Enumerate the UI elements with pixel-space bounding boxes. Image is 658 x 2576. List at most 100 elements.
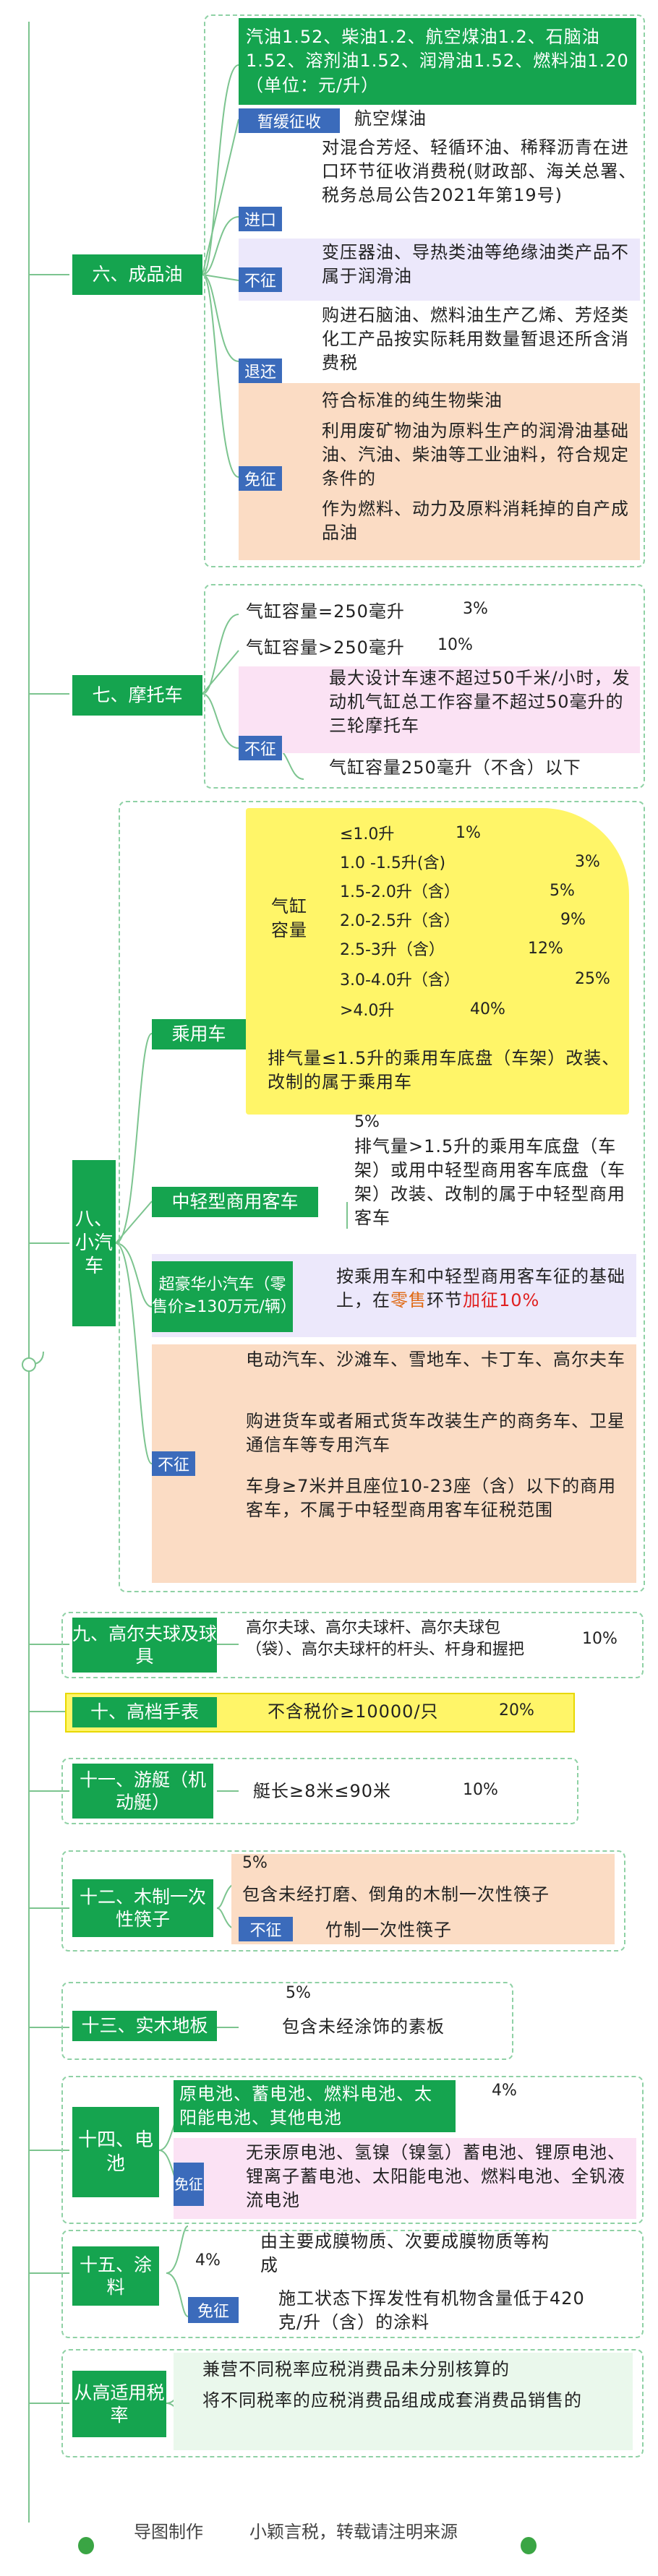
s12-rate: 5% bbox=[242, 1854, 268, 1872]
s9-frame bbox=[61, 1612, 644, 1678]
s7-title[interactable]: 七、摩托车 bbox=[72, 675, 202, 716]
s6-frame bbox=[204, 14, 645, 567]
s9-title[interactable]: 九、高尔夫球及球具 bbox=[72, 1618, 217, 1673]
s8-mid-label[interactable]: 中轻型商用客车 bbox=[152, 1187, 318, 1217]
s11-frame bbox=[61, 1758, 578, 1824]
s8-exempt-item: 购进货车或者厢式货车改装生产的商务车、卫星通信车等专用汽车 bbox=[246, 1411, 625, 1456]
s8-mid-rate: 5% bbox=[354, 1113, 380, 1131]
s7-row-label: 气缸容量=250毫升 bbox=[246, 601, 405, 622]
s7-exempt-bg bbox=[239, 666, 640, 753]
s16-item: 兼营不同税率应税消费品未分别核算的 bbox=[202, 2359, 510, 2379]
cyl-rate: 5% bbox=[550, 882, 575, 900]
cyl-range: ≤1.0升 bbox=[340, 825, 395, 843]
cyl-rate: 9% bbox=[560, 911, 586, 929]
s15-title[interactable]: 十五、涂料 bbox=[72, 2246, 159, 2306]
s15-rate: 4% bbox=[195, 2251, 221, 2270]
s6-title[interactable]: 六、成品油 bbox=[72, 254, 202, 295]
s6-defer-label[interactable]: 暂缓征收 bbox=[239, 108, 340, 133]
s8-cyl-bg bbox=[246, 808, 629, 1115]
s6-free-bg bbox=[239, 383, 640, 560]
s10-title[interactable]: 十、高档手表 bbox=[72, 1697, 217, 1727]
apple-icon bbox=[521, 2537, 537, 2554]
s14-free-bg bbox=[174, 2138, 636, 2219]
s12-exempt-text: 竹制一次性筷子 bbox=[325, 1920, 452, 1940]
s12-title[interactable]: 十二、木制一次性筷子 bbox=[72, 1879, 213, 1937]
s7-exempt-item: 最大设计车速不超过50千米/小时，发动机气缸总工作容量不超过50毫升的三轮摩托车 bbox=[329, 668, 631, 737]
footer-made: 导图制作 bbox=[134, 2522, 203, 2542]
cyl-range: 3.0-4.0升（含） bbox=[340, 971, 460, 989]
cyl-rate: 40% bbox=[470, 1000, 505, 1018]
s8-car-note: 排气量≤1.5升的乘用车底盘（车架）改装、改制的属于乘用车 bbox=[268, 1048, 620, 1093]
s6-refund-text: 购进石脑油、燃料油生产乙烯、芳烃类化工产品按实际耗用数量暂退还所含消费税 bbox=[322, 305, 629, 374]
s7-row-label: 气缸容量>250毫升 bbox=[246, 637, 405, 658]
cyl-rate: 1% bbox=[456, 824, 481, 842]
s8-car-label[interactable]: 乘用车 bbox=[152, 1019, 246, 1049]
s13-frame bbox=[61, 1982, 513, 2060]
s12-bg bbox=[231, 1854, 615, 1944]
cyl-rate: 25% bbox=[575, 970, 610, 988]
s14-free-text: 无汞原电池、氢镍（镍氢）蓄电池、锂原电池、锂离子蓄电池、太阳能电池、燃料电池、全… bbox=[246, 2142, 625, 2211]
s6-free-item: 符合标准的纯生物柴油 bbox=[322, 390, 503, 411]
s16-bg bbox=[174, 2353, 633, 2450]
root-node[interactable] bbox=[22, 1357, 36, 1372]
s9-text: 高尔夫球、高尔夫球杆、高尔夫球包（袋）、高尔夫球杆的杆头、杆身和握把 bbox=[246, 1619, 525, 1660]
s14-free-label[interactable]: 免征 bbox=[174, 2163, 204, 2206]
s8-frame bbox=[119, 801, 645, 1592]
s7-exempt-item: 气缸容量250毫升（不含）以下 bbox=[329, 757, 581, 778]
s15-free-label[interactable]: 免征 bbox=[188, 2297, 239, 2323]
s9-rate: 10% bbox=[582, 1630, 618, 1648]
s14-rate: 4% bbox=[492, 2082, 517, 2100]
s7-exempt-label[interactable]: 不征 bbox=[239, 736, 282, 760]
s8-lux-text: 按乘用车和中轻型商用客车征的基础上，在零售环节加征10% bbox=[336, 1266, 625, 1311]
s8-mid-text: 排气量>1.5升的乘用车底盘（车架）或用中轻型商用客车底盘（车架）改装、改制的属… bbox=[354, 1136, 625, 1229]
s8-cyl-label: 气缸容量 bbox=[271, 896, 307, 941]
s6-exempt-label[interactable]: 不征 bbox=[239, 267, 282, 292]
s13-text: 包含未经涂饰的素板 bbox=[282, 2017, 445, 2037]
apple-icon bbox=[78, 2537, 94, 2554]
s6-free-item: 作为燃料、动力及原料消耗掉的自产成品油 bbox=[322, 499, 629, 544]
s11-text: 艇长≥8米≤90米 bbox=[253, 1781, 392, 1801]
s12-frame bbox=[61, 1850, 625, 1952]
s8-exempt-item: 车身≥7米并且座位10-23座（含）以下的商用客车，不属于中轻型商用客车征税范围 bbox=[246, 1476, 617, 1521]
s7-row-rate: 10% bbox=[437, 636, 473, 654]
s6-exempt-bg bbox=[239, 239, 640, 301]
s6-rates: 汽油1.52、柴油1.2、航空煤油1.2、石脑油1.52、溶剂油1.52、润滑油… bbox=[239, 18, 636, 105]
cyl-range: 2.5-3升（含） bbox=[340, 941, 445, 959]
s14-frame bbox=[61, 2076, 644, 2224]
s6-exempt-text: 变压器油、导热类油等绝缘油类产品不属于润滑油 bbox=[322, 242, 629, 287]
s14-title[interactable]: 十四、电池 bbox=[72, 2107, 159, 2197]
s15-frame bbox=[61, 2230, 644, 2338]
s6-free-item: 利用废矿物油为原料生产的润滑油基础油、汽油、柴油等工业油料，符合规定条件的 bbox=[322, 421, 629, 489]
s7-frame bbox=[204, 584, 645, 789]
s14-text: 原电池、蓄电池、燃料电池、太阳能电池、其他电池 bbox=[174, 2080, 456, 2132]
cyl-rate: 12% bbox=[528, 940, 563, 958]
s11-title[interactable]: 十一、游艇（机动艇） bbox=[72, 1764, 213, 1819]
s12-exempt-label[interactable]: 不征 bbox=[239, 1917, 293, 1941]
s7-row-rate: 3% bbox=[463, 600, 488, 618]
s6-free-label[interactable]: 免征 bbox=[239, 466, 282, 491]
s8-exempt-bg bbox=[152, 1344, 636, 1583]
s11-rate: 10% bbox=[463, 1781, 498, 1799]
s6-import-label[interactable]: 进口 bbox=[239, 207, 282, 231]
s6-defer-text: 航空煤油 bbox=[354, 108, 427, 129]
s16-item: 将不同税率的应税消费品组成成套消费品销售的 bbox=[202, 2390, 582, 2410]
s10-text: 不含税价≥10000/只 bbox=[268, 1701, 439, 1722]
s10-rate: 20% bbox=[499, 1701, 534, 1720]
s15-free-text: 施工状态下挥发性有机物含量低于420克/升（含）的涂料 bbox=[278, 2288, 585, 2333]
s6-import-text: 对混合芳烃、轻循环油、稀释沥青在进口环节征收消费税(财政部、海关总署、税务总局公… bbox=[322, 137, 637, 206]
s16-title[interactable]: 从高适用税率 bbox=[72, 2371, 166, 2437]
s16-frame bbox=[61, 2349, 644, 2457]
cyl-rate: 3% bbox=[575, 853, 600, 871]
cyl-range: >4.0升 bbox=[340, 1002, 395, 1020]
cyl-range: 2.0-2.5升（含） bbox=[340, 912, 460, 930]
s12-text: 包含未经打磨、倒角的木制一次性筷子 bbox=[242, 1884, 550, 1905]
s8-exempt-item: 电动汽车、沙滩车、雪地车、卡丁车、高尔夫车 bbox=[246, 1349, 625, 1370]
cyl-range: 1.5-2.0升（含） bbox=[340, 883, 460, 901]
s13-title[interactable]: 十三、实木地板 bbox=[72, 2011, 217, 2041]
s15-text: 由主要成膜物质、次要成膜物质等构成 bbox=[260, 2231, 550, 2276]
s6-refund-label[interactable]: 退还 bbox=[239, 359, 282, 383]
s8-exempt-label[interactable]: 不征 bbox=[152, 1451, 195, 1476]
footer-author: 小颖言税，转载请注明来源 bbox=[249, 2522, 458, 2542]
s8-lux-label[interactable]: 超豪华小汽车（零售价≥130万元/辆） bbox=[152, 1261, 296, 1332]
s8-title[interactable]: 八、小汽车 bbox=[72, 1160, 116, 1326]
